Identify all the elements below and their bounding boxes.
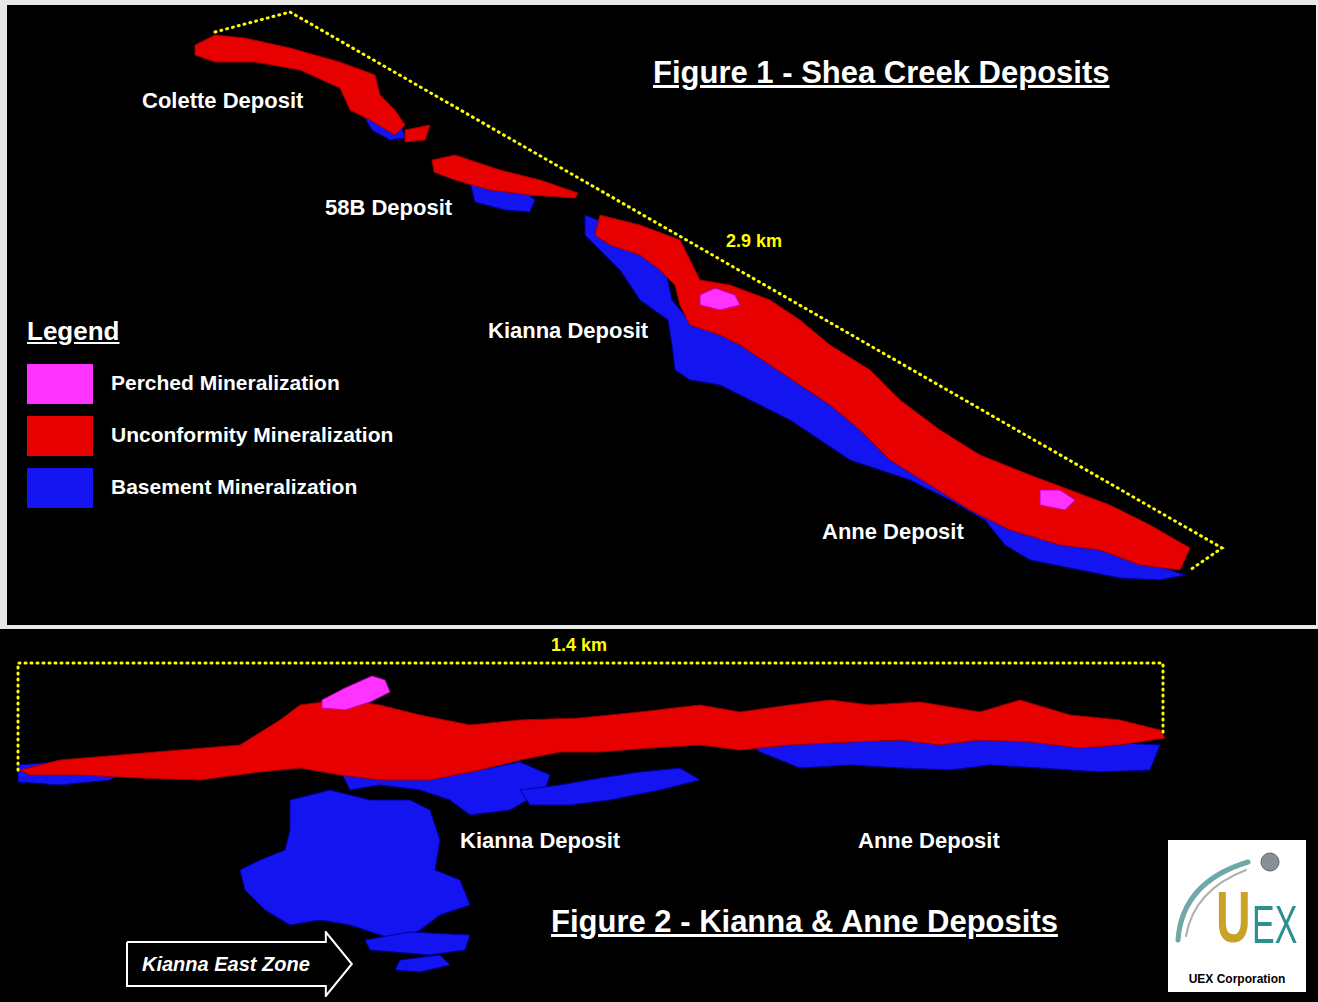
kianna-east-body — [240, 790, 470, 940]
kianna-east-body — [395, 955, 450, 972]
distance-label: 2.9 km — [726, 231, 782, 253]
distance-label: 1.4 km — [551, 635, 607, 657]
company-name: UEX Corporation — [1189, 972, 1286, 986]
top-panel — [7, 5, 1316, 625]
company-logo: UEX UEX Corporation — [1168, 840, 1306, 992]
perched-body — [322, 676, 390, 710]
length-dotted-line — [215, 12, 1222, 570]
legend-label: Unconformity Mineralization — [111, 422, 393, 447]
length-dotted-line — [18, 663, 1163, 770]
zone-arrow: Kianna East Zone — [126, 931, 354, 997]
deposit-label: Colette Deposit — [142, 88, 303, 114]
deposit-label: Anne Deposit — [858, 828, 1000, 854]
legend-heading: Legend — [27, 316, 119, 347]
legend-swatch — [27, 468, 93, 508]
legend-swatch — [27, 416, 93, 456]
panel-frame — [0, 0, 1318, 629]
unconformity-body — [20, 700, 1165, 780]
zone-label: Kianna East Zone — [142, 952, 310, 976]
logo-letter: U — [1216, 874, 1251, 960]
deposit-label: 58B Deposit — [325, 195, 452, 221]
legend-label: Perched Mineralization — [111, 370, 340, 395]
logo-ball — [1261, 853, 1279, 871]
arrow-shape — [127, 932, 352, 996]
logo-letters: EX — [1252, 892, 1297, 957]
figure-title: Figure 2 - Kianna & Anne Deposits — [551, 903, 1058, 940]
unconformity-body — [432, 155, 578, 198]
figure1-deposits — [195, 35, 1190, 580]
bottom-panel — [0, 629, 1318, 1002]
basement-body — [520, 768, 700, 805]
kianna-east-body — [365, 932, 470, 955]
deposit-label: Kianna Deposit — [488, 318, 648, 344]
figure-title: Figure 1 - Shea Creek Deposits — [653, 54, 1110, 91]
deposit-label: Kianna Deposit — [460, 828, 620, 854]
unconformity-body — [595, 215, 1190, 570]
unconformity-body — [195, 35, 405, 135]
unconformity-body — [405, 125, 430, 142]
figure2-deposits — [18, 676, 1165, 972]
legend-swatch — [27, 364, 93, 404]
perched-body — [1040, 490, 1075, 510]
legend-label: Basement Mineralization — [111, 474, 357, 499]
perched-body — [700, 288, 740, 310]
deposit-label: Anne Deposit — [822, 519, 964, 545]
